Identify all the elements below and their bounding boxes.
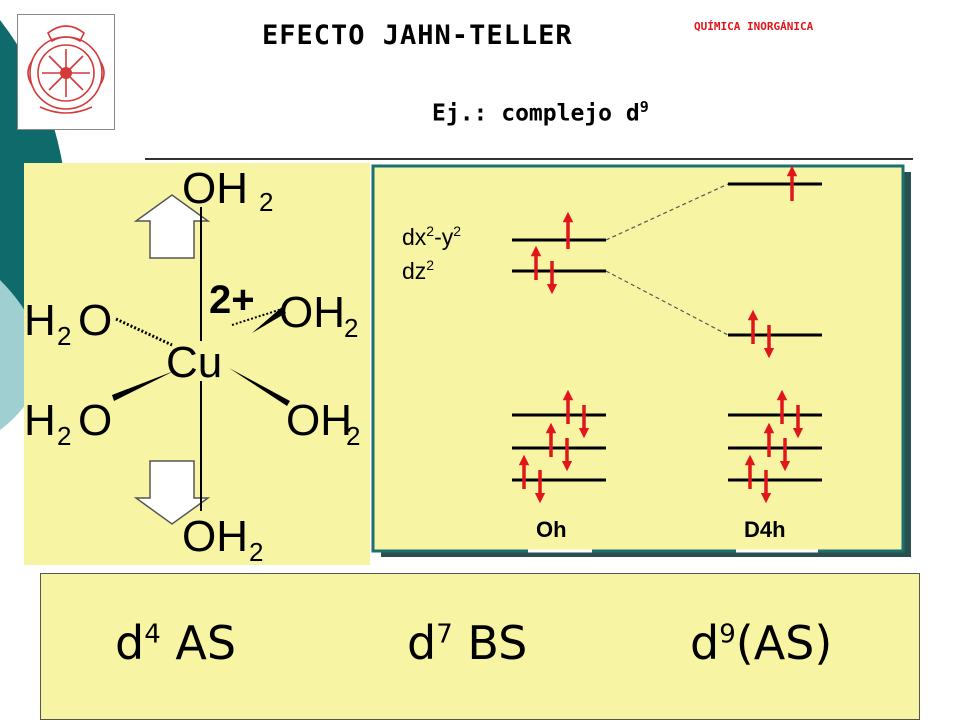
bottom-ligand: OH xyxy=(182,512,248,561)
label-dx2-y2: dx2-y2 xyxy=(402,223,461,250)
molecule-panel: OH 2 H 2 O 2+ OH 2 Cu H 2 O OH 2 OH 2 xyxy=(24,163,370,565)
subscript: 2 xyxy=(249,537,263,565)
config-d4-as: d4 AS xyxy=(115,616,237,670)
example-superscript: 9 xyxy=(639,98,649,116)
top-ligand: OH xyxy=(182,164,248,213)
left-upper-ligand: H xyxy=(24,296,56,345)
subscript: 2 xyxy=(57,421,71,451)
config-panel xyxy=(40,573,920,720)
left-lower-ligand-tail: O xyxy=(78,396,112,445)
left-upper-ligand-tail: O xyxy=(78,296,112,345)
label-dz2: dz2 xyxy=(402,257,434,284)
course-label: QUÍMICA INORGÁNICA xyxy=(694,20,814,33)
charge-label: 2+ xyxy=(209,278,255,322)
left-lower-ligand: H xyxy=(24,396,56,445)
subscript: 2 xyxy=(259,187,273,217)
subscript: 2 xyxy=(346,421,360,451)
oh-label: Oh xyxy=(536,517,567,542)
config-d7-bs: d7 BS xyxy=(407,616,528,670)
down-arrow-icon xyxy=(133,460,211,525)
example-heading: Ej.: complejo d9 xyxy=(432,98,649,127)
page-title: EFECTO JAHN-TELLER xyxy=(262,20,573,51)
metal-atom: Cu xyxy=(166,338,222,387)
university-crest xyxy=(17,14,115,130)
divider-line xyxy=(145,158,913,160)
config-d9-as: d9(AS) xyxy=(690,616,833,670)
example-text: Ej.: complejo d xyxy=(432,100,640,127)
d4h-label: D4h xyxy=(744,517,786,542)
right-upper-ligand: OH xyxy=(279,288,345,337)
subscript: 2 xyxy=(57,321,71,351)
orbital-diagram: dx2-y2 dz2 xyxy=(371,164,911,557)
subscript: 2 xyxy=(344,313,358,343)
up-arrow-icon xyxy=(133,194,211,259)
right-lower-ligand: OH xyxy=(286,396,352,445)
